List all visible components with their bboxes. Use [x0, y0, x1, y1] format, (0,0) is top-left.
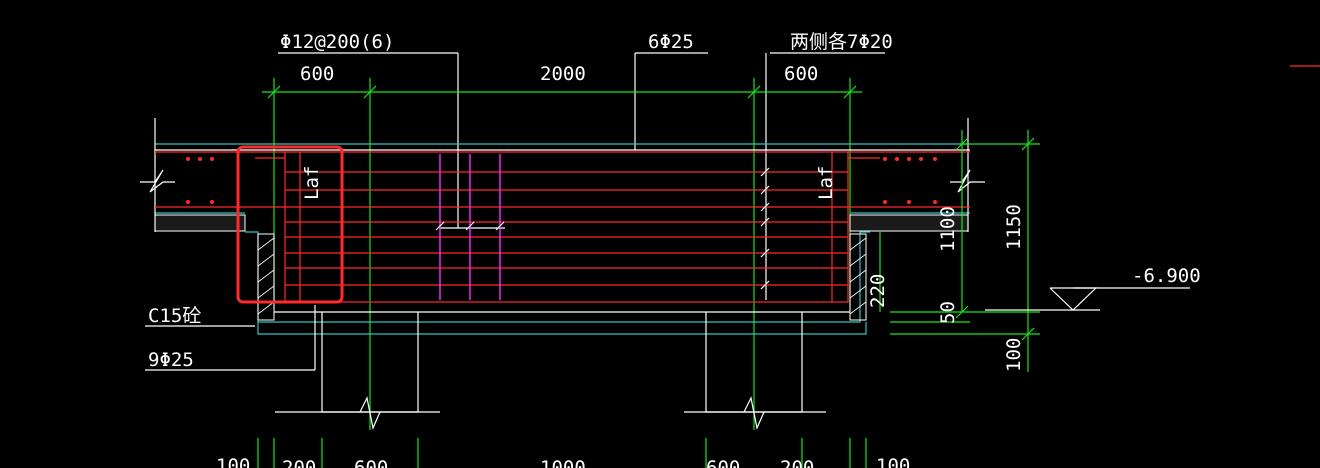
bottom-dimension-ticks — [257, 438, 867, 468]
slab-rebar-dots — [186, 157, 937, 204]
beam-concrete — [245, 231, 870, 335]
bottom-dim-200a: 200 — [282, 457, 316, 468]
left-leaders — [145, 305, 316, 371]
concrete-label: C15砼 — [148, 305, 201, 327]
dim-50-label: 50 — [937, 301, 959, 324]
bottom-dim-600b: 600 — [706, 457, 740, 468]
piles — [275, 312, 826, 430]
bottom-bars-label: 9Φ25 — [148, 349, 194, 371]
beam-rebar — [155, 151, 970, 303]
bottom-dim-200b: 200 — [780, 457, 814, 468]
bottom-dim-100a: 100 — [216, 455, 250, 468]
stirrups — [439, 154, 501, 300]
bar-ticks — [435, 167, 770, 290]
dim-220-label: 220 — [867, 274, 889, 308]
anchor-right-label: Laf — [815, 166, 837, 200]
top-bars-label: 6Φ25 — [648, 31, 694, 53]
highlight-box — [236, 145, 344, 304]
side-bars-label: 两侧各7Φ20 — [790, 31, 893, 53]
top-dimension-line — [262, 78, 862, 430]
elevation-label: -6.900 — [1132, 265, 1201, 287]
bottom-dim-100b: 100 — [876, 455, 910, 468]
dim-100-vertical-label: 100 — [1003, 338, 1025, 372]
slab — [140, 118, 985, 232]
anchor-left-label: Laf — [301, 166, 323, 200]
dim-right-label: 600 — [784, 63, 818, 85]
elevation-symbol — [985, 287, 1190, 311]
dim-left-label: 600 — [300, 63, 334, 85]
dim-1100-label: 1100 — [937, 206, 959, 252]
stirrup-label: Φ12@200(6) — [280, 31, 394, 53]
bottom-dim-1000: 1000 — [540, 457, 586, 468]
label-leaders — [278, 52, 885, 300]
right-dimensions — [879, 130, 1040, 372]
dim-1150-label: 1150 — [1003, 204, 1025, 250]
dim-mid-label: 2000 — [540, 63, 586, 85]
bottom-dim-600a: 600 — [354, 457, 388, 468]
